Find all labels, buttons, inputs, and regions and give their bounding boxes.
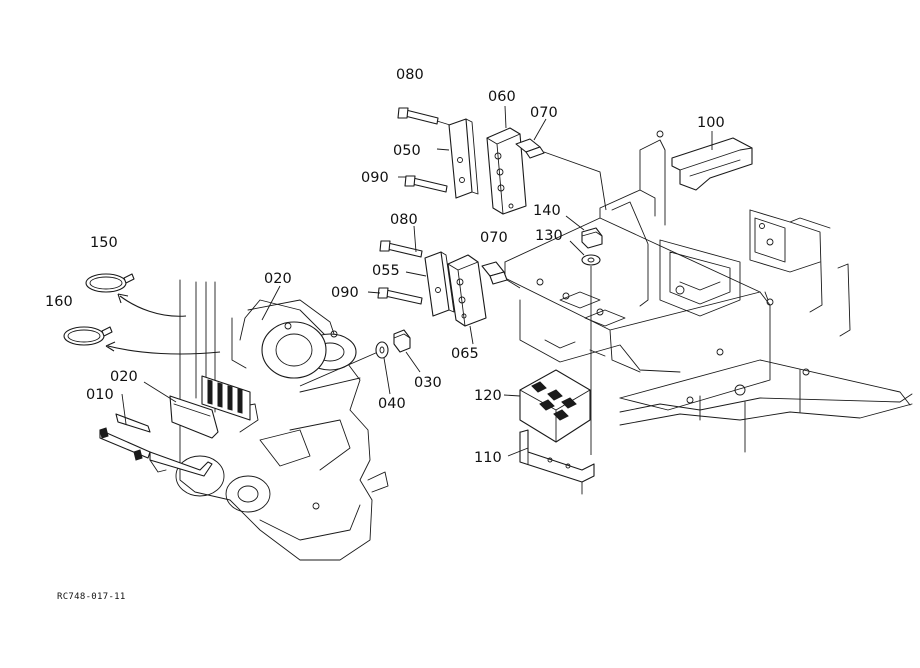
cable-clip-lower xyxy=(169,395,219,439)
callout-050: 050 xyxy=(393,143,421,159)
lower-mount-assembly xyxy=(377,240,521,327)
callout-090b: 090 xyxy=(331,285,359,301)
callout-070a: 070 xyxy=(530,105,558,121)
callout-120: 120 xyxy=(474,388,502,404)
leader-lines xyxy=(121,105,713,457)
rod-part xyxy=(99,413,213,477)
upper-mount-assembly xyxy=(397,107,607,215)
washer-and-nut xyxy=(375,329,411,359)
callout-040: 040 xyxy=(378,396,406,412)
chassis-frame xyxy=(504,130,913,453)
engine-block xyxy=(175,279,389,561)
callout-100: 100 xyxy=(697,115,725,131)
hose-clamp-upper xyxy=(85,273,135,293)
locator-arrows xyxy=(105,293,221,355)
callout-065: 065 xyxy=(451,346,479,362)
drawing-reference-code: RC748-017-11 xyxy=(57,592,126,602)
callout-010: 010 xyxy=(86,387,114,403)
callout-150: 150 xyxy=(90,235,118,251)
nut-washer-rod xyxy=(581,227,603,455)
callout-140: 140 xyxy=(533,203,561,219)
callout-080a: 080 xyxy=(396,67,424,83)
cable-guide-upper xyxy=(201,375,251,421)
callout-020b: 020 xyxy=(110,369,138,385)
callout-110: 110 xyxy=(474,450,502,466)
callout-060: 060 xyxy=(488,89,516,105)
callout-080b: 080 xyxy=(390,212,418,228)
callout-labels: 080 060 070 100 050 090 140 080 070 130 … xyxy=(45,67,725,466)
channel-bracket-part xyxy=(671,137,753,191)
callout-055: 055 xyxy=(372,263,400,279)
damper-and-bracket xyxy=(519,369,595,495)
callout-070b: 070 xyxy=(480,230,508,246)
callout-090a: 090 xyxy=(361,170,389,186)
callout-160: 160 xyxy=(45,294,73,310)
callout-020a: 020 xyxy=(264,271,292,287)
callout-130: 130 xyxy=(535,228,563,244)
callout-030: 030 xyxy=(414,375,442,391)
hose-clamp-lower xyxy=(63,326,113,346)
